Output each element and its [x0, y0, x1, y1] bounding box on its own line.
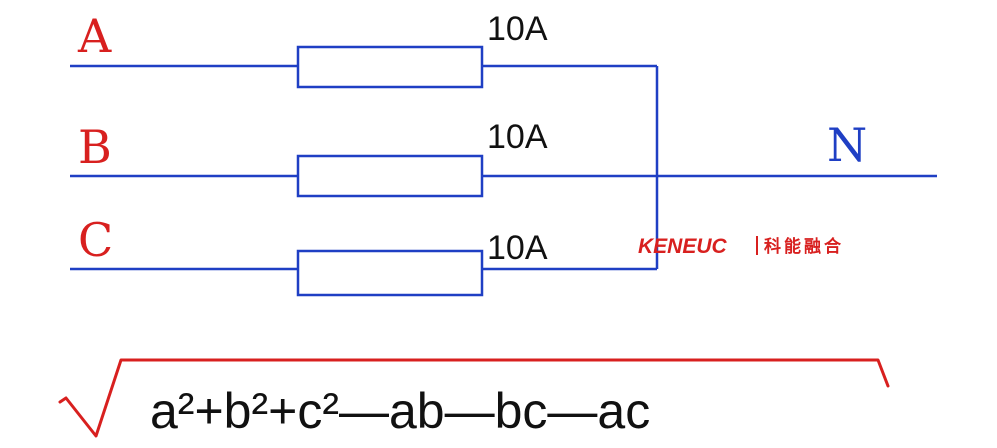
phase-b-resistor — [296, 154, 484, 198]
phase-a-current: 10A — [487, 10, 548, 48]
phase-b-current: 10A — [487, 118, 548, 156]
phase-c-resistor — [296, 249, 484, 297]
watermark-logo: KENEUC 科能融合 — [638, 235, 844, 258]
formula-expression: a²+b²+c²—ab—bc—ac — [150, 383, 650, 439]
formula-group: a²+b²+c²—ab—bc—ac — [58, 358, 890, 439]
neutral-label: N — [827, 118, 867, 172]
phase-c-label: C — [78, 213, 113, 267]
phase-c-current: 10A — [487, 229, 548, 267]
phase-c-branch: C 10A — [70, 213, 657, 297]
phase-a-label: A — [77, 9, 112, 63]
phase-a-branch: A 10A — [70, 9, 657, 89]
phase-b-branch: B 10A — [70, 118, 657, 198]
phase-a-resistor — [296, 45, 484, 89]
logo-chinese-text: 科能融合 — [764, 236, 844, 257]
square-root-radical — [58, 358, 890, 438]
logo-latin-text: KENEUC — [638, 235, 728, 258]
phase-b-label: B — [78, 120, 112, 174]
